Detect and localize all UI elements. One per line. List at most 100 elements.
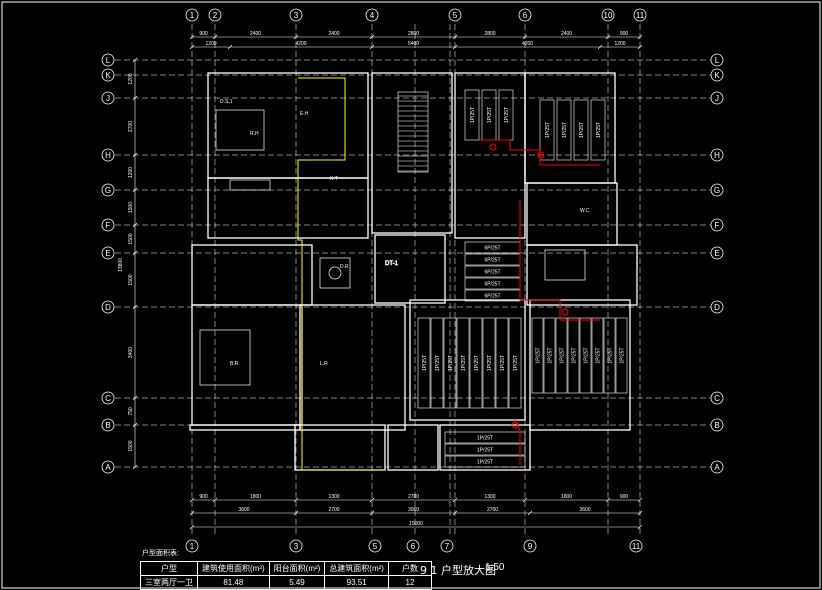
svg-text:1P/25T: 1P/25T	[620, 347, 626, 363]
svg-text:900: 900	[620, 494, 629, 500]
grid-bubble-left: D	[101, 300, 115, 314]
svg-text:6P/25T: 6P/25T	[484, 282, 500, 288]
stair: DT-1	[385, 91, 429, 267]
parking-stall: 1P/25T	[543, 317, 556, 394]
svg-text:H: H	[105, 151, 111, 160]
parking-stall: 1P/25T	[579, 317, 592, 394]
svg-text:3400: 3400	[128, 347, 134, 358]
grid-bubble-right: L	[710, 53, 724, 67]
svg-text:7: 7	[445, 542, 450, 551]
parking-stall: 6P/25T	[464, 253, 521, 266]
area-table-header-row: 户型建筑使用面积(m²)阳台面积(m²)总建筑面积(m²)户数	[140, 561, 432, 576]
area-table-header-cell: 建筑使用面积(m²)	[197, 561, 270, 576]
parking-stall: 1P/25T	[615, 317, 628, 394]
vertical-grid-lines	[191, 24, 641, 535]
svg-text:1200: 1200	[128, 167, 134, 178]
svg-text:1200: 1200	[205, 41, 216, 47]
area-table-caption: 户型面积表:	[142, 550, 179, 557]
svg-text:6: 6	[411, 542, 416, 551]
grid-bubble-right: H	[710, 148, 724, 162]
svg-text:3: 3	[294, 542, 299, 551]
svg-text:1P/25T: 1P/25T	[513, 355, 519, 371]
svg-text:1200: 1200	[128, 73, 134, 84]
grid-bubble-left: G	[101, 183, 115, 197]
svg-text:2700: 2700	[328, 507, 339, 513]
svg-text:3600: 3600	[238, 507, 249, 513]
room-label: E.H	[300, 111, 309, 117]
svg-text:6: 6	[523, 11, 528, 20]
grid-bubble-bottom: 11	[629, 539, 643, 553]
svg-text:750: 750	[128, 407, 134, 416]
svg-text:1P/25T: 1P/25T	[477, 436, 493, 442]
parking-stall: 1P/25T	[430, 317, 444, 409]
parking-stall: 1P/25T	[469, 317, 483, 409]
parking-stall: 1P/25T	[456, 317, 470, 409]
red-routing	[480, 139, 600, 465]
svg-text:1P/25T: 1P/25T	[470, 107, 476, 123]
grid-bubble-top: 2	[208, 8, 222, 22]
parking-stall: 1P/25T	[539, 99, 555, 161]
grid-bubble-bottom: 6	[406, 539, 420, 553]
grid-bubble-right: E	[710, 246, 724, 260]
area-table-cell: 93.51	[324, 575, 389, 590]
parking-stall: 1P/25T	[556, 99, 572, 161]
parking-stall: 1P/25T	[443, 317, 457, 409]
svg-text:E: E	[105, 249, 110, 258]
svg-text:1P/25T: 1P/25T	[579, 122, 585, 138]
grid-bubble-bottom: 9	[523, 539, 537, 553]
svg-text:1P/25T: 1P/25T	[596, 122, 602, 138]
svg-text:B: B	[105, 421, 110, 430]
grid-bubble-left: K	[101, 68, 115, 82]
svg-text:1P/25T: 1P/25T	[435, 355, 441, 371]
grid-bubble-top: 4	[365, 8, 379, 22]
grid-bubble-top: 1	[185, 8, 199, 22]
svg-text:1P/25T: 1P/25T	[596, 347, 602, 363]
svg-text:4200: 4200	[522, 41, 533, 47]
svg-text:2700: 2700	[408, 494, 419, 500]
parking-stall: 1P/25T	[573, 99, 589, 161]
svg-text:9: 9	[528, 542, 533, 551]
room-label: B.R	[230, 361, 239, 367]
grid-bubble-top: 6	[518, 8, 532, 22]
svg-text:1: 1	[190, 542, 195, 551]
svg-text:1P/25T: 1P/25T	[584, 347, 590, 363]
parking-stall: 1P/25T	[603, 317, 616, 394]
grid-bubble-top: 10	[601, 8, 615, 22]
grid-bubble-right: K	[710, 68, 724, 82]
svg-text:G: G	[105, 186, 111, 195]
svg-text:D: D	[105, 303, 111, 312]
area-table-header-cell: 阳台面积(m²)	[268, 561, 326, 576]
parking-stall: 1P/25T	[481, 89, 497, 141]
grid-bubble-left: H	[101, 148, 115, 162]
grid-bubble-right: J	[710, 91, 724, 105]
svg-text:1P/25T: 1P/25T	[474, 355, 480, 371]
grid-bubble-left: E	[101, 246, 115, 260]
svg-text:1500: 1500	[128, 233, 134, 244]
svg-text:1200: 1200	[614, 41, 625, 47]
grid-bubble-right: F	[710, 218, 724, 232]
grid-bubble-right: C	[710, 391, 724, 405]
svg-text:15000: 15000	[409, 521, 423, 527]
svg-text:A: A	[714, 463, 720, 472]
drawing-title: 9 1 户型放大图	[420, 564, 496, 577]
svg-text:1P/25T: 1P/25T	[504, 107, 510, 123]
svg-text:E: E	[714, 249, 719, 258]
room-label: W.C	[580, 208, 590, 214]
room-label: D.R	[340, 264, 349, 270]
parking-stall: 1P/25T	[531, 317, 544, 394]
svg-text:2700: 2700	[487, 507, 498, 513]
grid-bubble-right: A	[710, 460, 724, 474]
svg-text:B: B	[714, 421, 719, 430]
svg-text:1P/25T: 1P/25T	[536, 347, 542, 363]
svg-text:2800: 2800	[484, 31, 495, 37]
svg-text:10: 10	[604, 11, 613, 20]
grid-bubble-left: L	[101, 53, 115, 67]
svg-text:J: J	[106, 94, 110, 103]
